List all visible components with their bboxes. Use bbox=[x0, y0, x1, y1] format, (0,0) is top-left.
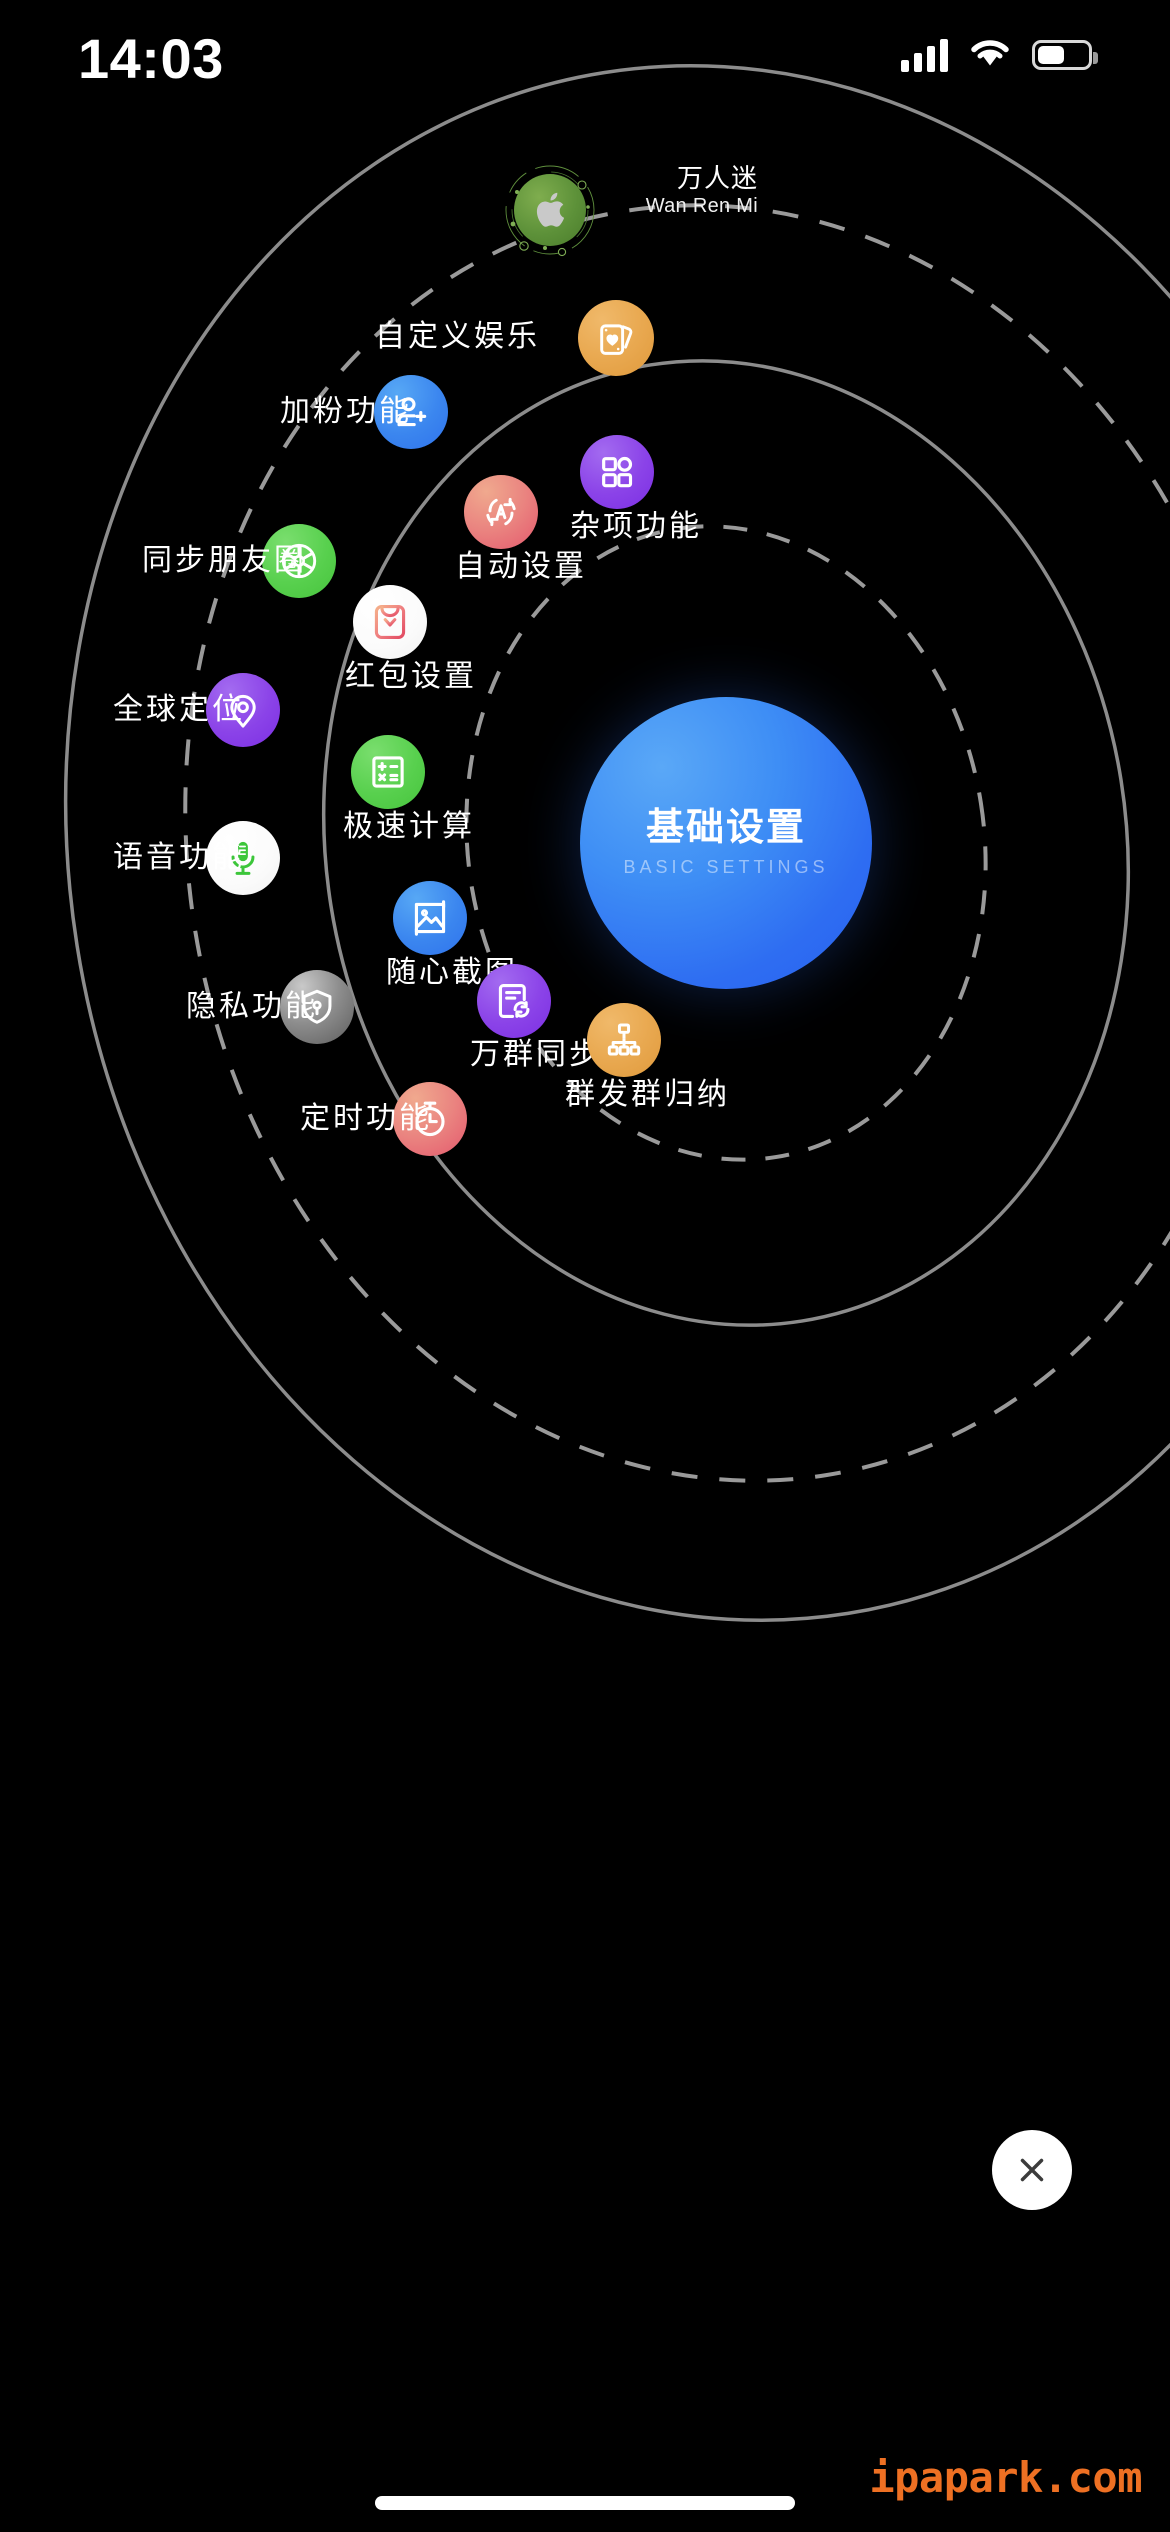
status-bar-time: 14:03 bbox=[78, 27, 224, 90]
user-add-icon[interactable] bbox=[374, 375, 448, 449]
avatar-apple-logo bbox=[514, 174, 586, 246]
close-x-icon bbox=[1020, 2158, 1044, 2182]
avatar-tech-ring bbox=[505, 165, 595, 257]
brand-name: 万人迷 Wan Ren Mi bbox=[638, 164, 758, 220]
wifi-icon bbox=[968, 36, 1012, 73]
node-label-sync-moments: 同步朋友圈 bbox=[142, 544, 307, 577]
brand-header: 万人迷 Wan Ren Mi bbox=[500, 160, 1170, 280]
shield-lock-icon[interactable] bbox=[280, 970, 354, 1044]
node-label-auto-settings: 自动设置 bbox=[455, 550, 587, 583]
status-bar: 14:03 bbox=[0, 0, 1170, 132]
brand-name-cn: 万人迷 bbox=[676, 163, 758, 193]
node-label-red-packet-settings: 红包设置 bbox=[345, 660, 477, 693]
camera-aperture-icon[interactable] bbox=[262, 524, 336, 598]
sitemap-icon[interactable] bbox=[587, 1003, 661, 1077]
node-label-privacy-functions: 隐私功能 bbox=[186, 990, 318, 1023]
close-button[interactable] bbox=[992, 2130, 1072, 2210]
avatar[interactable] bbox=[500, 160, 600, 260]
node-label-misc-functions: 杂项功能 bbox=[570, 510, 702, 543]
node-label-global-location: 全球定位 bbox=[113, 693, 245, 726]
hub-subtitle: BASIC SETTINGS bbox=[623, 857, 829, 878]
cellular-signal-icon bbox=[901, 38, 948, 72]
cards-heart-icon[interactable] bbox=[578, 300, 654, 376]
node-label-add-fans: 加粉功能 bbox=[280, 395, 412, 428]
hub-title: 基础设置 bbox=[645, 806, 806, 849]
hub-basic-settings[interactable]: 基础设置 BASIC SETTINGS bbox=[580, 697, 872, 989]
node-label-voice-functions: 语音功能 bbox=[113, 841, 245, 874]
location-pin-icon[interactable] bbox=[206, 673, 280, 747]
status-bar-indicators bbox=[901, 36, 1098, 73]
home-indicator[interactable] bbox=[375, 2496, 795, 2510]
auto-rotate-a-icon[interactable] bbox=[464, 475, 538, 549]
red-envelope-yuan-icon[interactable] bbox=[353, 585, 427, 659]
node-label-multi-group-sync: 万群同步 bbox=[470, 1038, 602, 1071]
grid-apps-icon[interactable] bbox=[580, 435, 654, 509]
node-label-custom-entertainment: 自定义娱乐 bbox=[375, 320, 540, 353]
document-sync-icon[interactable] bbox=[477, 964, 551, 1038]
brand-name-en: Wan Ren Mi bbox=[645, 194, 758, 217]
battery-icon bbox=[1032, 39, 1098, 70]
node-label-fast-calculation: 极速计算 bbox=[343, 810, 475, 843]
microphone-icon[interactable] bbox=[206, 821, 280, 895]
node-label-timer-functions: 定时功能 bbox=[300, 1102, 432, 1135]
node-label-group-broadcast: 群发群归纳 bbox=[565, 1078, 730, 1111]
stopwatch-icon[interactable] bbox=[393, 1082, 467, 1156]
calculator-icon[interactable] bbox=[351, 735, 425, 809]
image-picture-icon[interactable] bbox=[393, 881, 467, 955]
watermark: ipapark.com bbox=[869, 2453, 1142, 2502]
